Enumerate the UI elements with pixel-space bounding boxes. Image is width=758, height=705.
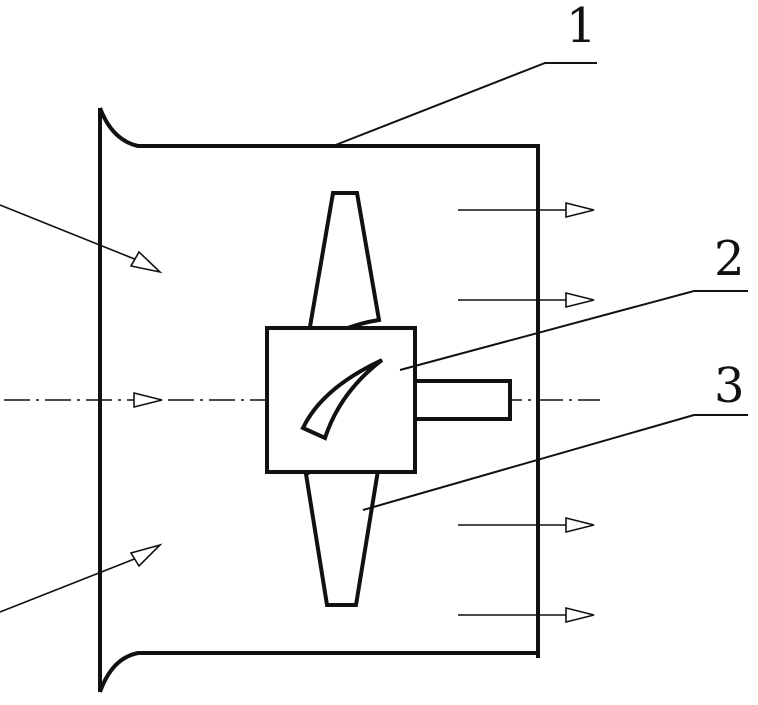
outlet-arrow-1: [458, 201, 595, 219]
outlet-flow-arrows: [458, 201, 595, 624]
impeller: [265, 191, 512, 607]
leader-lines: [332, 62, 748, 511]
leader-line-1: [332, 62, 597, 147]
shaft: [412, 379, 512, 421]
inlet-arrow-upper: [0, 204, 163, 274]
duct-top-wall: [98, 107, 540, 658]
leader-line-2: [399, 290, 748, 371]
outlet-arrow-3: [458, 516, 595, 534]
inlet-flow-arrows: [0, 204, 163, 613]
inlet-arrow-lower: [0, 543, 163, 613]
outlet-arrow-2: [458, 291, 595, 309]
lower-blade: [303, 449, 384, 607]
duct-bottom-wall: [98, 651, 538, 693]
leader-line-3: [362, 414, 748, 511]
inlet-arrow-center: [133, 391, 163, 409]
callout-label-2: 2: [714, 231, 745, 287]
outlet-arrow-4: [458, 606, 595, 624]
hub-blade-section: [300, 358, 384, 441]
callout-label-1: 1: [566, 0, 597, 54]
callout-label-3: 3: [714, 358, 745, 414]
